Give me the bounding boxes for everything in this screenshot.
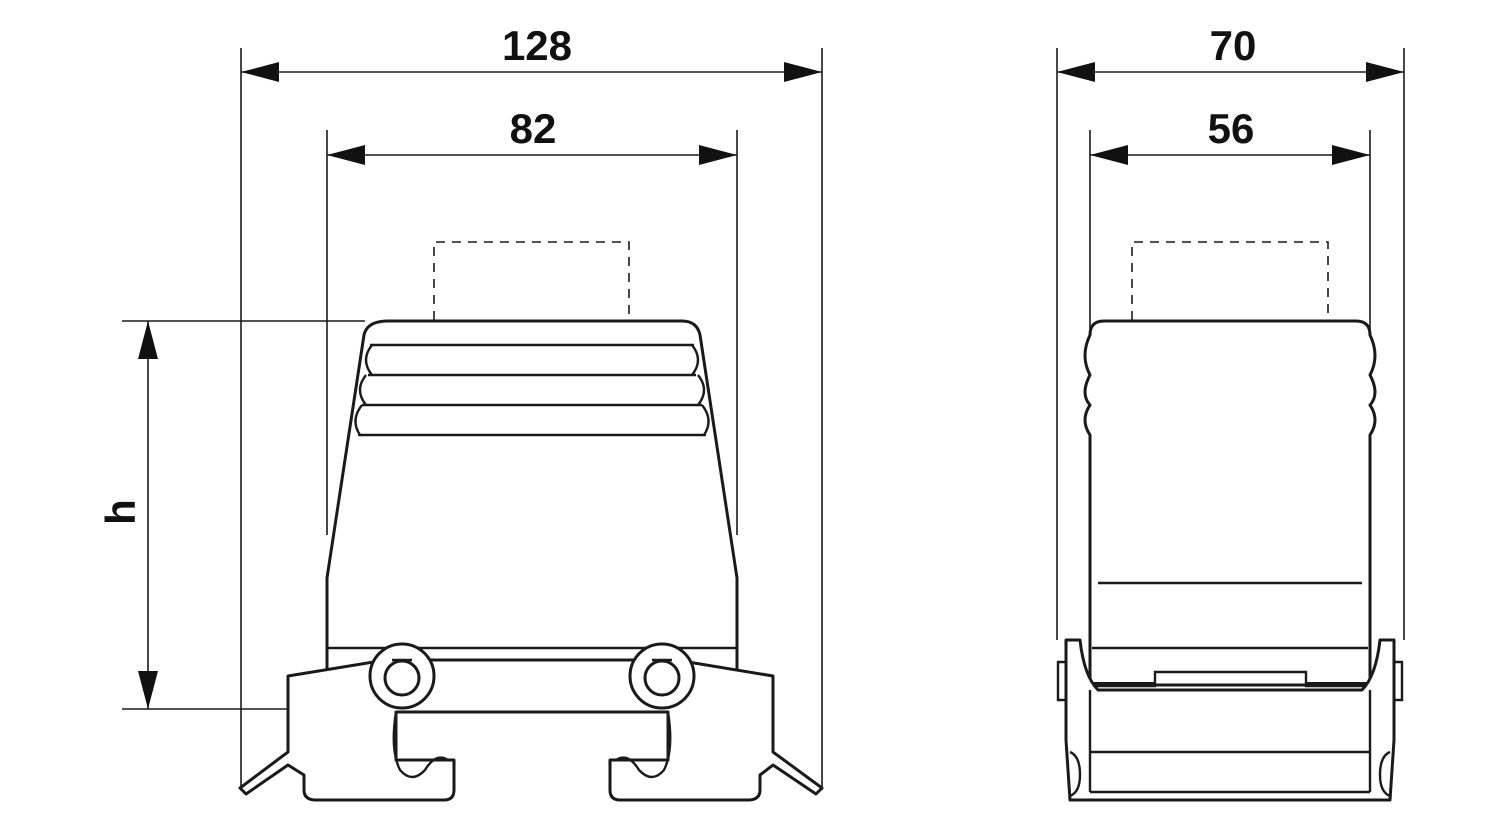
rib-curve-left <box>364 344 373 376</box>
front-inner-width-dimension: 82 <box>326 105 738 535</box>
rib-curve-right <box>691 344 700 376</box>
arrow-head-right <box>784 62 822 82</box>
base-hook-left <box>392 711 449 779</box>
hood-ribs <box>354 343 710 437</box>
side-clip-left <box>1056 660 1068 702</box>
side-clip-right <box>1392 660 1404 702</box>
front-inner-width-label: 82 <box>510 105 557 152</box>
side-hook-right <box>1378 750 1391 798</box>
rib-curve-right <box>697 374 706 406</box>
base-hook-right <box>615 711 672 779</box>
side-total-width-dimension: 70 <box>1056 22 1405 640</box>
arrow-head-left <box>327 145 365 165</box>
front-height-label: h <box>97 499 144 525</box>
front-total-width-dimension: 128 <box>240 22 823 790</box>
side-cable-entry-outline <box>1131 241 1329 320</box>
rib-curve-left <box>354 404 363 436</box>
arrow-head-left <box>1090 145 1128 165</box>
front-height-dimension: h <box>97 320 365 710</box>
arrow-head-left <box>241 62 279 82</box>
arrow-head-right <box>1332 145 1370 165</box>
lever-pin <box>643 659 681 697</box>
base-frame <box>238 658 824 802</box>
front-total-width-label: 128 <box>502 22 572 69</box>
hood-body <box>325 319 739 692</box>
side-view: 70 56 <box>1056 22 1405 802</box>
arrow-head-bottom <box>138 671 158 709</box>
rib-curve-right <box>701 404 710 436</box>
front-view: 128 82 h <box>97 22 824 802</box>
rib-curve-left <box>358 374 367 406</box>
side-hood-body <box>1083 319 1377 687</box>
arrow-head-left <box>1057 62 1095 82</box>
arrow-head-top <box>138 321 158 359</box>
side-hook-left <box>1069 750 1082 798</box>
side-inner-width-label: 56 <box>1208 105 1255 152</box>
cable-entry-outline <box>433 241 630 320</box>
side-total-width-label: 70 <box>1210 22 1257 69</box>
side-inner-width-dimension: 56 <box>1089 105 1371 330</box>
locking-lever-left <box>368 642 436 710</box>
arrow-head-right <box>1366 62 1404 82</box>
lever-pin <box>383 659 421 697</box>
locking-lever-right <box>628 642 696 710</box>
arrow-head-right <box>699 145 737 165</box>
